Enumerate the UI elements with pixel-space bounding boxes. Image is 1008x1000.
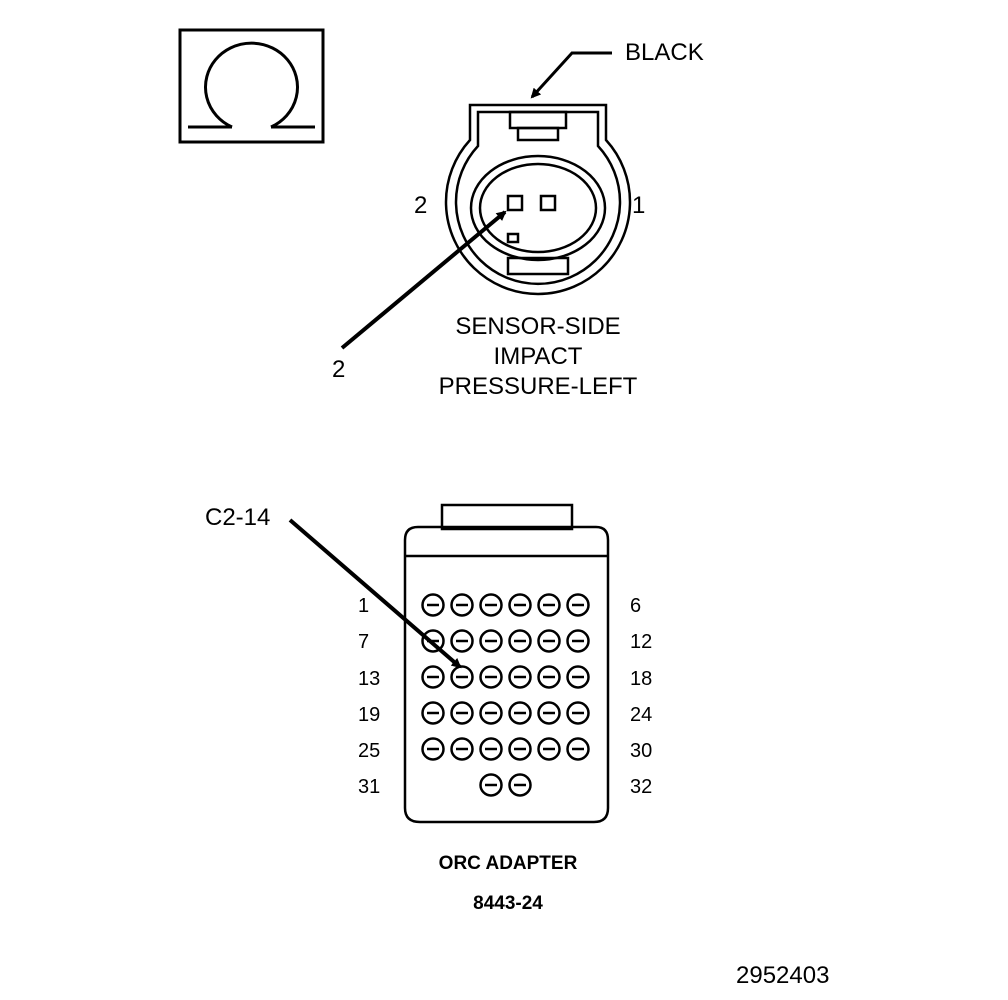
adapter-pin bbox=[479, 701, 503, 725]
adapter-pin bbox=[508, 593, 532, 617]
ohm-symbol-icon bbox=[178, 28, 325, 144]
adapter-pin bbox=[479, 593, 503, 617]
sensor-caption: SENSOR-SIDE IMPACT PRESSURE-LEFT bbox=[418, 312, 658, 402]
orc-adapter-body bbox=[403, 503, 610, 824]
adapter-pin bbox=[508, 773, 532, 797]
adapter-pin bbox=[479, 665, 503, 689]
adapter-probe-label: C2-14 bbox=[205, 504, 271, 531]
row-left-label: 31 bbox=[358, 776, 381, 798]
sensor-caption-line: PRESSURE-LEFT bbox=[438, 373, 638, 400]
row-right-label: 6 bbox=[630, 595, 642, 617]
row-left-label: 13 bbox=[358, 668, 381, 690]
adapter-pin bbox=[479, 629, 503, 653]
orc-adapter-pins bbox=[421, 593, 590, 797]
adapter-pin bbox=[537, 593, 561, 617]
adapter-pin bbox=[566, 593, 590, 617]
row-right-label: 30 bbox=[630, 740, 653, 762]
adapter-pin bbox=[450, 593, 474, 617]
row-left-label: 25 bbox=[358, 740, 381, 762]
adapter-pin bbox=[566, 665, 590, 689]
adapter-pin bbox=[508, 629, 532, 653]
row-right-label: 12 bbox=[630, 631, 653, 653]
sensor-connector-face bbox=[444, 103, 632, 296]
row-right-label: 32 bbox=[630, 776, 653, 798]
adapter-pin bbox=[450, 665, 474, 689]
row-left-label: 19 bbox=[358, 704, 381, 726]
sensor-probe-label: 2 bbox=[332, 356, 346, 383]
black-leader-line bbox=[530, 51, 612, 99]
row-right-label: 18 bbox=[630, 668, 653, 690]
row-left-label: 7 bbox=[358, 631, 370, 653]
adapter-pin bbox=[479, 773, 503, 797]
row-left-label: 1 bbox=[358, 595, 370, 617]
adapter-pin bbox=[537, 629, 561, 653]
adapter-pin bbox=[421, 665, 445, 689]
adapter-pin bbox=[508, 701, 532, 725]
adapter-pin bbox=[566, 629, 590, 653]
sensor-pin-left-label: 2 bbox=[414, 192, 428, 219]
figure-id: 2952403 bbox=[736, 962, 830, 989]
adapter-title: ORC ADAPTER bbox=[438, 853, 578, 874]
adapter-pin bbox=[508, 665, 532, 689]
adapter-pin bbox=[479, 737, 503, 761]
connector-color-label: BLACK bbox=[625, 39, 704, 66]
sensor-caption-line: SENSOR-SIDE bbox=[455, 313, 621, 340]
row-right-label: 24 bbox=[630, 704, 653, 726]
sensor-probe-arrow bbox=[340, 210, 507, 350]
adapter-part-number: 8443-24 bbox=[473, 893, 543, 914]
sensor-pin-right-label: 1 bbox=[632, 192, 646, 219]
adapter-pin bbox=[421, 593, 445, 617]
adapter-pin bbox=[450, 737, 474, 761]
adapter-pin bbox=[450, 629, 474, 653]
adapter-pin bbox=[566, 737, 590, 761]
adapter-pin bbox=[537, 701, 561, 725]
adapter-pin bbox=[421, 701, 445, 725]
adapter-pin bbox=[537, 665, 561, 689]
adapter-pin bbox=[508, 737, 532, 761]
sensor-caption-line: IMPACT bbox=[493, 343, 583, 370]
adapter-pin bbox=[566, 701, 590, 725]
adapter-probe-arrow bbox=[288, 518, 462, 669]
adapter-pin bbox=[537, 737, 561, 761]
adapter-pin bbox=[421, 737, 445, 761]
adapter-pin bbox=[450, 701, 474, 725]
